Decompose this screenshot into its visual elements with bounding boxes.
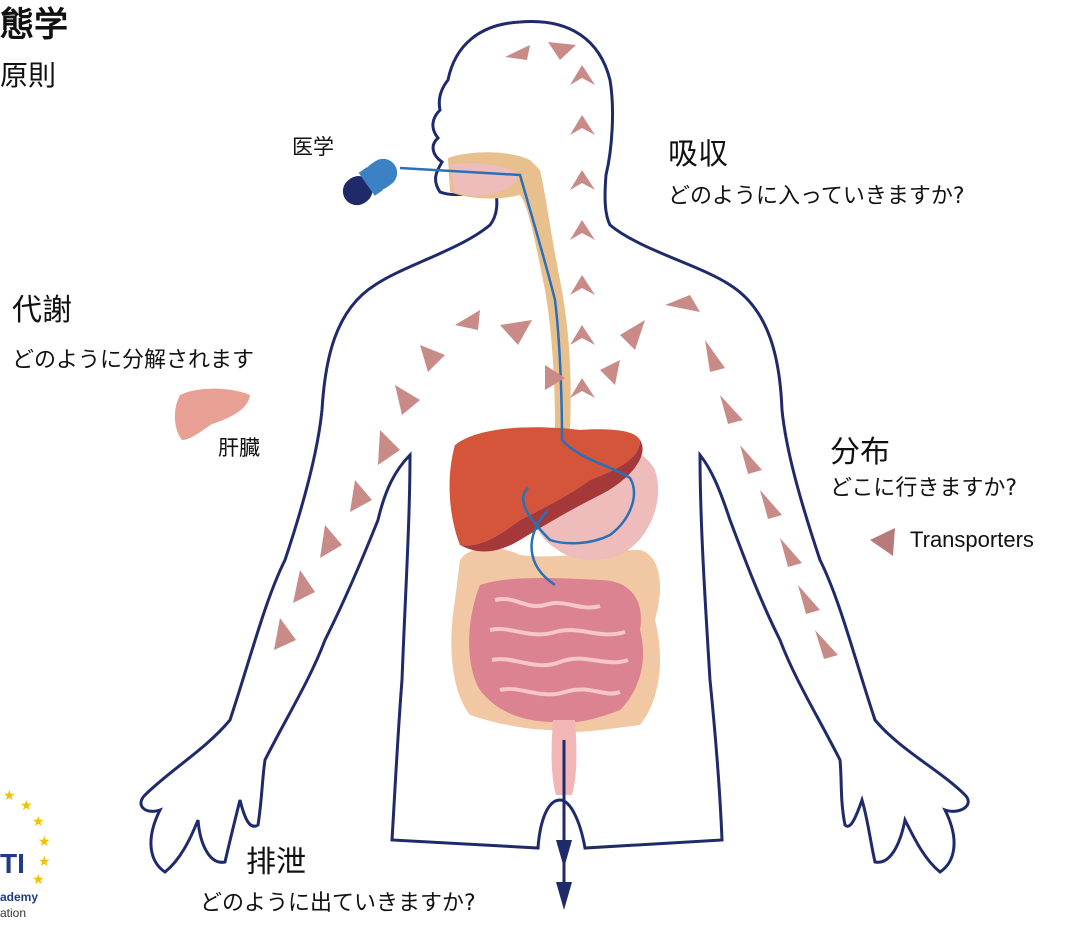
page-title: 態学	[0, 8, 68, 42]
metabolism-title: 代謝	[12, 296, 72, 326]
liver-label: 肝臓	[218, 438, 260, 459]
page-subtitle: 原則	[0, 62, 56, 90]
excretion-arrowhead-2	[556, 882, 572, 910]
logo-star: ★	[32, 814, 45, 830]
logo-star: ★	[38, 854, 51, 870]
excretion-title: 排泄	[246, 848, 306, 878]
transporters-label: Transporters	[910, 529, 1034, 551]
logo-star: ★	[32, 872, 45, 888]
pill-icon	[337, 153, 402, 210]
logo-star: ★	[3, 788, 16, 804]
absorption-question: どのように入っていきますか?	[668, 186, 965, 208]
absorption-title: 吸収	[668, 140, 728, 170]
liver-icon	[175, 389, 250, 440]
distribution-title: 分布	[830, 438, 890, 468]
medicine-label: 医学	[292, 137, 334, 158]
logo-text-main: TI	[0, 850, 25, 878]
excretion-question: どのように出ていきますか?	[200, 893, 476, 915]
transporter-legend-arrow	[870, 528, 895, 556]
excretion-arrowhead-1	[556, 840, 572, 868]
logo-text-line3: ation	[0, 907, 26, 919]
logo-star: ★	[38, 834, 51, 850]
distribution-question: どこに行きますか?	[830, 478, 1017, 500]
logo-star: ★	[20, 798, 33, 814]
metabolism-question: どのように分解されます	[12, 350, 254, 372]
logo-text-line2: ademy	[0, 891, 38, 903]
